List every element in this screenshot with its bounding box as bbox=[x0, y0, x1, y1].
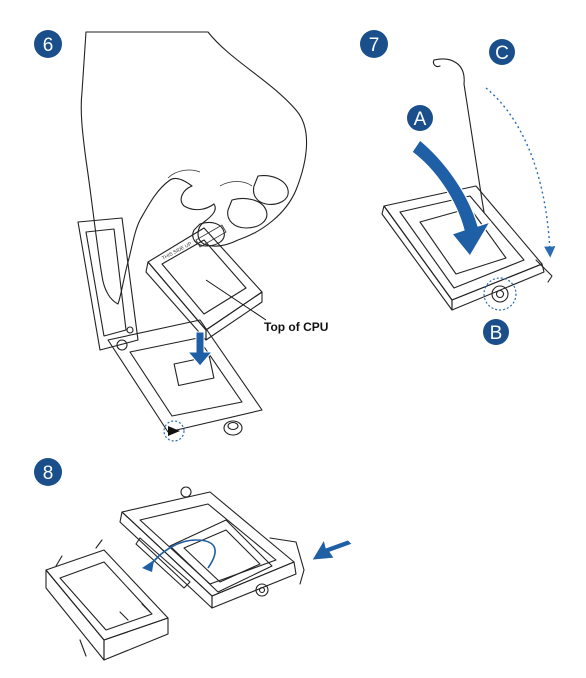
lowering-arrow bbox=[186, 331, 214, 367]
cap-removal-curved-arrow bbox=[149, 539, 216, 569]
load-lever bbox=[433, 58, 485, 213]
step-7-badge: 7 bbox=[360, 30, 388, 58]
socket-closed-with-cpu bbox=[119, 486, 305, 609]
close-plate-arrow bbox=[411, 139, 492, 258]
hand-illustration bbox=[80, 31, 308, 305]
step-8-panel: 8 bbox=[34, 458, 353, 661]
lever-hook-highlight bbox=[483, 277, 517, 311]
step-7-number: 7 bbox=[369, 35, 380, 56]
lever-swing-dotted-arrow bbox=[485, 87, 556, 258]
top-of-cpu-label: Top of CPU bbox=[264, 320, 328, 334]
step-7-panel: 7 A B C bbox=[360, 30, 556, 345]
cpu-chip: THIS SIDE UP bbox=[145, 224, 263, 341]
step-6-badge: 6 bbox=[34, 30, 62, 58]
load-plate-closed bbox=[381, 185, 553, 311]
top-of-cpu-leader bbox=[205, 279, 267, 321]
step-8-badge: 8 bbox=[34, 458, 62, 486]
pin1-triangle-marker bbox=[163, 420, 185, 442]
step-6-panel: 6 THIS SIDE UP bbox=[34, 30, 328, 442]
callout-b-badge: B bbox=[483, 319, 509, 345]
cap-nut bbox=[223, 420, 243, 436]
callout-b-label: B bbox=[490, 323, 503, 344]
step-8-number: 8 bbox=[43, 463, 54, 484]
callout-c-badge: C bbox=[489, 39, 515, 65]
pnp-cap-removed bbox=[45, 539, 169, 661]
callout-c-label: C bbox=[495, 43, 509, 64]
callout-a-badge: A bbox=[407, 105, 433, 131]
cpu-socket-open bbox=[77, 217, 263, 433]
press-lever-arrow bbox=[311, 538, 353, 561]
step-6-number: 6 bbox=[43, 35, 54, 56]
load-lever-closed bbox=[269, 537, 305, 585]
callout-a-label: A bbox=[414, 109, 427, 130]
